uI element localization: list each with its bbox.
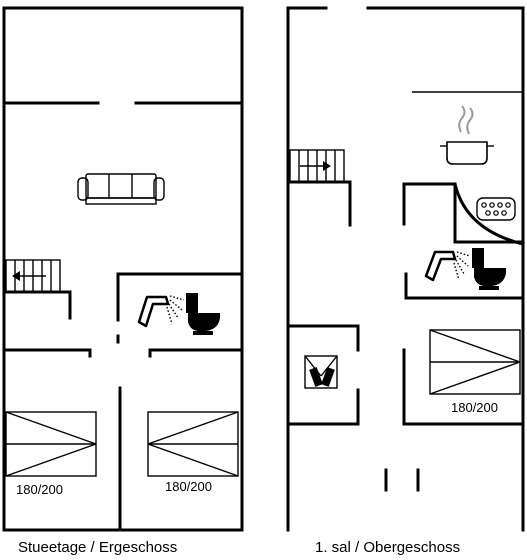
upper-floor [286,6,525,532]
bed-icon [147,411,239,477]
ground-floor [2,6,244,532]
bed-size-label: 180/200 [16,482,63,497]
bedroom-wall [402,348,525,426]
floor-label-upper: 1. sal / Obergeschoss [315,539,461,556]
bed-icon [5,411,97,477]
shower-icon [137,295,185,328]
shower-icon [424,250,471,282]
ground-outer-wall [2,101,244,532]
toilet-icon [186,293,220,335]
floor-label-ground: Stueetage / Ergeschoss [18,539,178,556]
bed-size-label: 180/200 [451,400,498,415]
bathroom-wall [116,272,244,322]
cooking-pot-icon [440,105,494,165]
utility-wall [286,324,360,352]
door-swing [453,182,525,246]
stairs-icon [5,259,61,293]
sofa-icon [77,173,165,205]
washing-machine-icon [304,355,338,389]
hob-icon [476,197,516,221]
stair-wall [286,180,352,227]
toilet-icon [472,248,506,290]
wall-segment [2,348,92,358]
bed-icon [429,329,521,395]
stairs-icon [289,149,345,183]
upper-outer-wall [286,6,328,532]
bed-size-label: 180/200 [165,479,212,494]
wall-segment [148,348,244,358]
terrace-outline [2,6,244,105]
bathroom-wall [404,272,525,300]
upper-outer-wall [366,6,525,532]
stair-wall [2,290,72,320]
utility-wall [286,388,360,426]
bathroom-wall [402,182,457,226]
